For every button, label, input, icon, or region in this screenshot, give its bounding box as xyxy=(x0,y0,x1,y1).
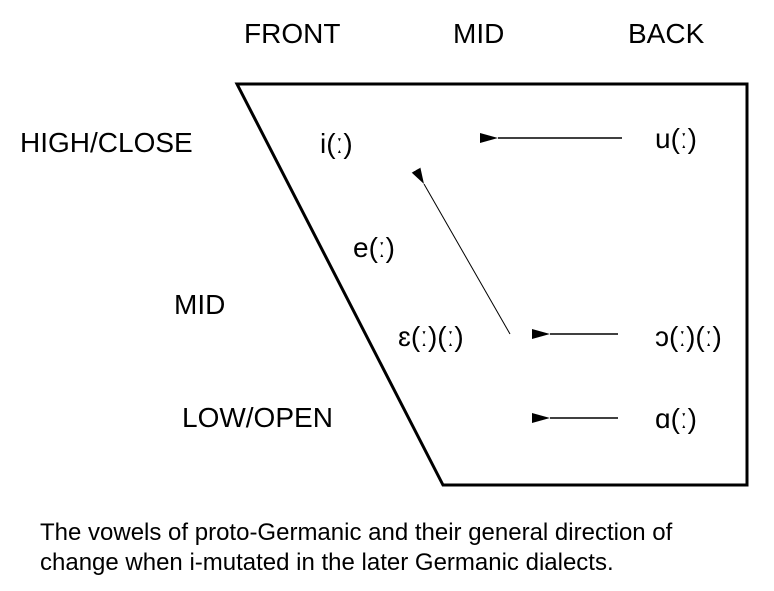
vowel-a: ɑ(ː) xyxy=(655,403,697,434)
column-label-back: BACK xyxy=(628,18,705,49)
caption-line-2: change when i-mutated in the later Germa… xyxy=(40,549,614,576)
row-label-low: LOW/OPEN xyxy=(182,402,333,433)
figure-caption: The vowels of proto-Germanic and their g… xyxy=(40,518,760,578)
vowel-u: u(ː) xyxy=(655,123,697,154)
vowel-open-o: ɔ(ː)(ː) xyxy=(655,321,722,352)
caption-line-1: The vowels of proto-Germanic and their g… xyxy=(40,519,673,546)
vowel-e: e(ː) xyxy=(353,232,395,263)
column-label-mid: MID xyxy=(453,18,504,49)
row-label-mid: MID xyxy=(174,289,225,320)
arrow-epsilon-raising xyxy=(411,167,511,335)
vowel-i: i(ː) xyxy=(320,128,353,159)
vowel-trapezoid xyxy=(234,82,749,487)
vowel-epsilon: ɛ(ː)(ː) xyxy=(398,321,464,352)
column-label-front: FRONT xyxy=(244,18,340,49)
row-label-high: HIGH/CLOSE xyxy=(20,127,193,158)
